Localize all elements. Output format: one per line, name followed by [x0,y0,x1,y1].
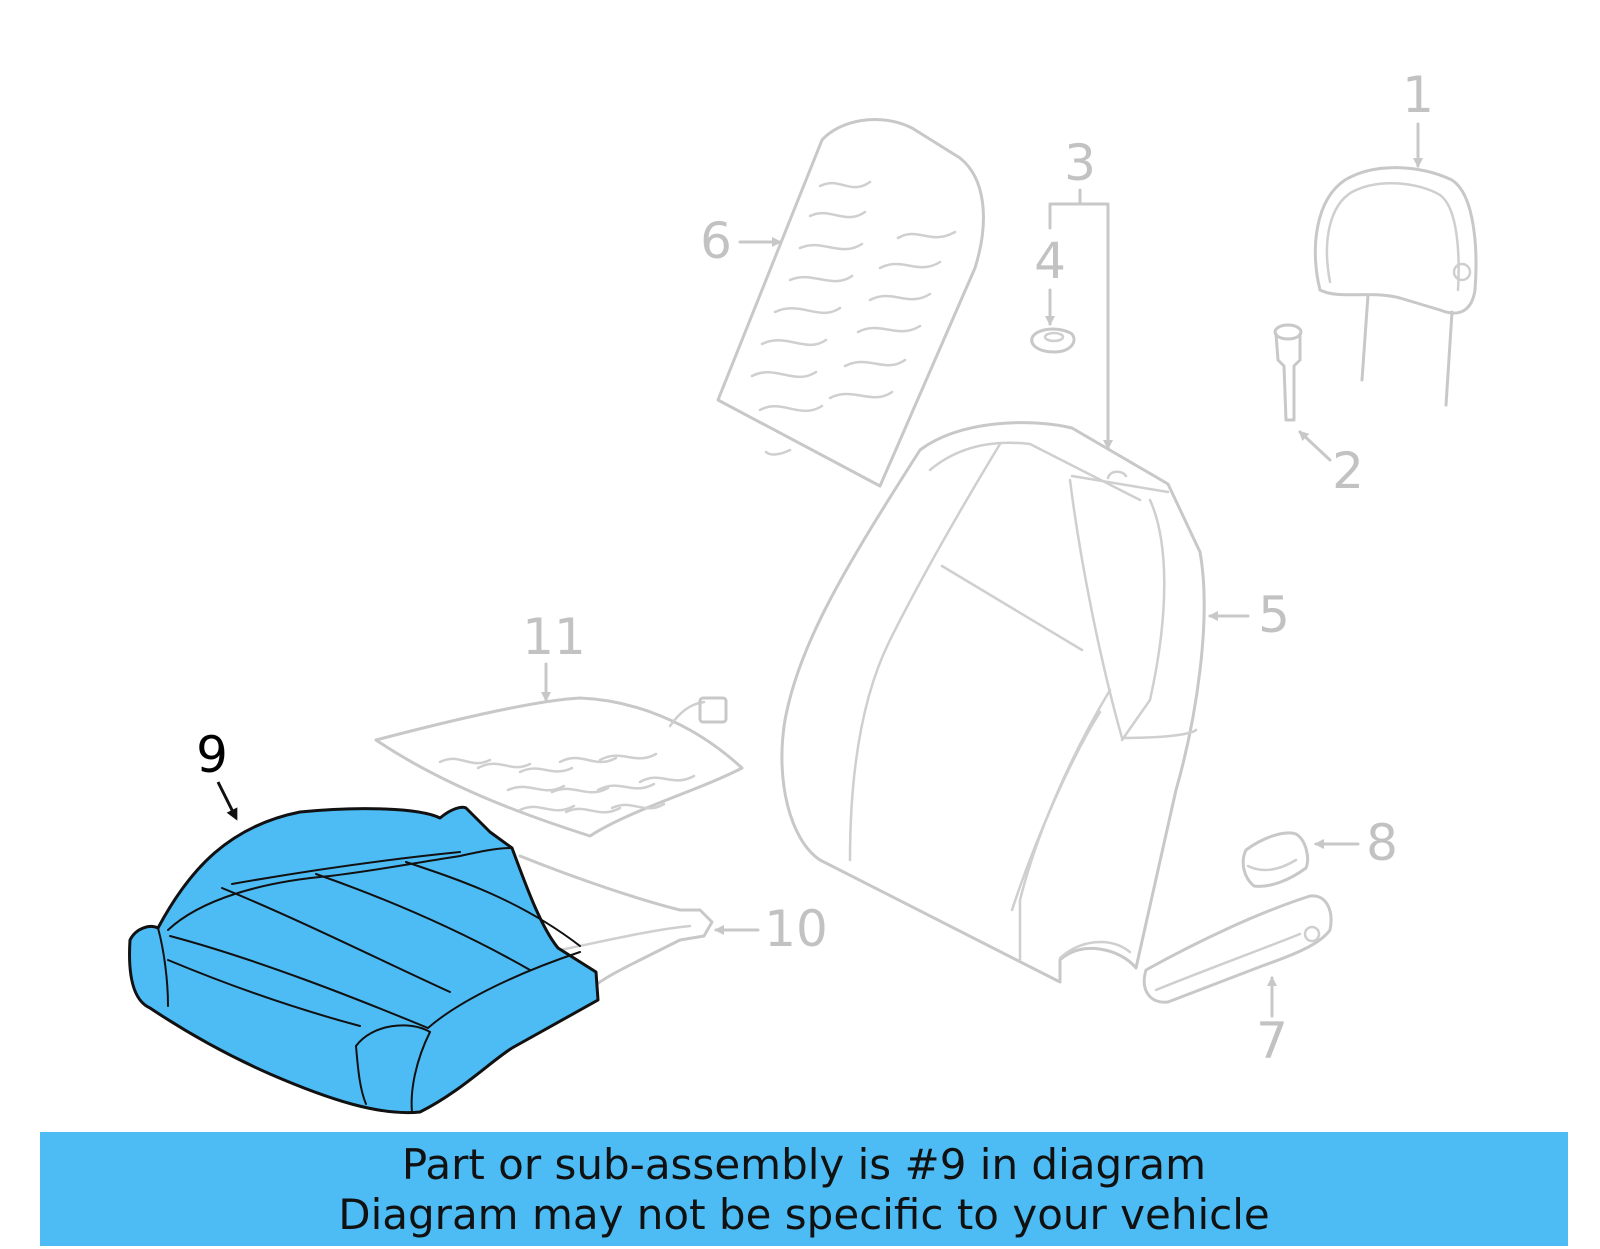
callout-10: 10 [764,900,828,958]
callout-9-arrow [216,781,238,821]
callout-11: 11 [522,608,586,666]
callout-2: 2 [1332,442,1364,500]
part-1-headrest [1313,166,1478,407]
part-6-backrest-heater [716,117,985,488]
callout-8: 8 [1366,814,1398,872]
part-5-backrest-cover [780,421,1206,984]
part-2-headrest-guide [1273,323,1303,422]
part-4-clip [1030,327,1076,354]
callout-7: 7 [1256,1012,1288,1070]
part-8-cover [1241,831,1310,888]
callout-5: 5 [1258,586,1290,644]
banner-line-1: Part or sub-assembly is #9 in diagram [401,1140,1207,1189]
part-10-cushion-frame [518,854,714,992]
callout-6: 6 [700,212,732,270]
banner-line-2: Diagram may not be specific to your vehi… [338,1190,1270,1239]
part-7-side-trim [1142,894,1333,1004]
callout-4: 4 [1034,232,1066,290]
callout-2-arrow [1298,430,1332,462]
part-9-seat-cushion-cover [128,805,600,1115]
callout-3: 3 [1064,134,1096,192]
part-11-cushion-heater [374,696,744,838]
info-banner: Part or sub-assembly is #9 in diagram Di… [40,1132,1568,1246]
callout-1: 1 [1402,66,1434,124]
callout-9: 9 [196,726,228,784]
